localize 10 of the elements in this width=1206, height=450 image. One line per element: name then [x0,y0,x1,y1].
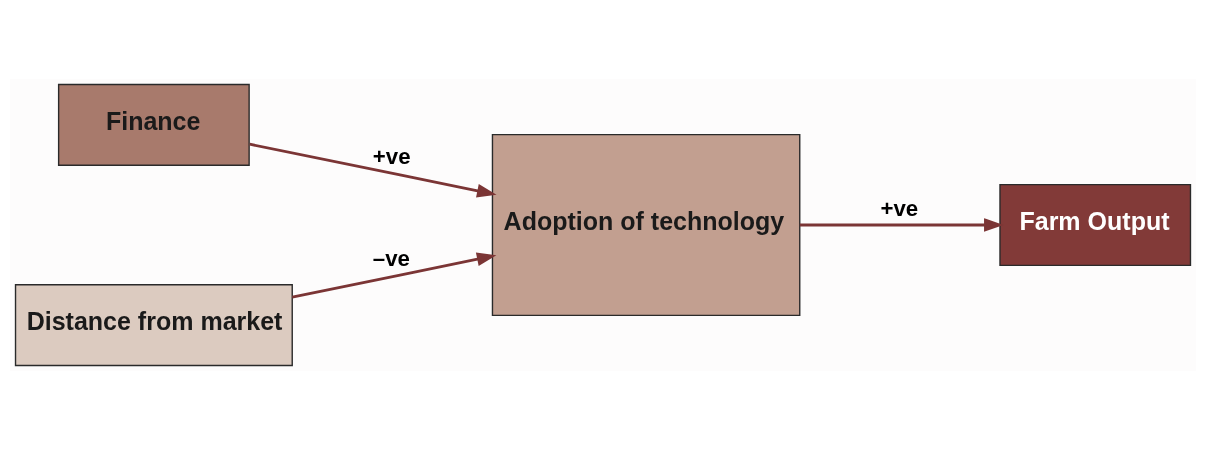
node-box: Adoption of technology [491,133,801,317]
node-box: Farm Output [999,184,1192,266]
node-box: Distance from market [14,284,293,367]
arrow [291,252,497,299]
edge-label: +ve [372,143,411,169]
node-box: Finance [57,83,250,166]
arrow [249,142,497,198]
edge-label: +ve [880,196,919,222]
edge-label: –ve [372,246,410,272]
arrow [799,218,1004,232]
